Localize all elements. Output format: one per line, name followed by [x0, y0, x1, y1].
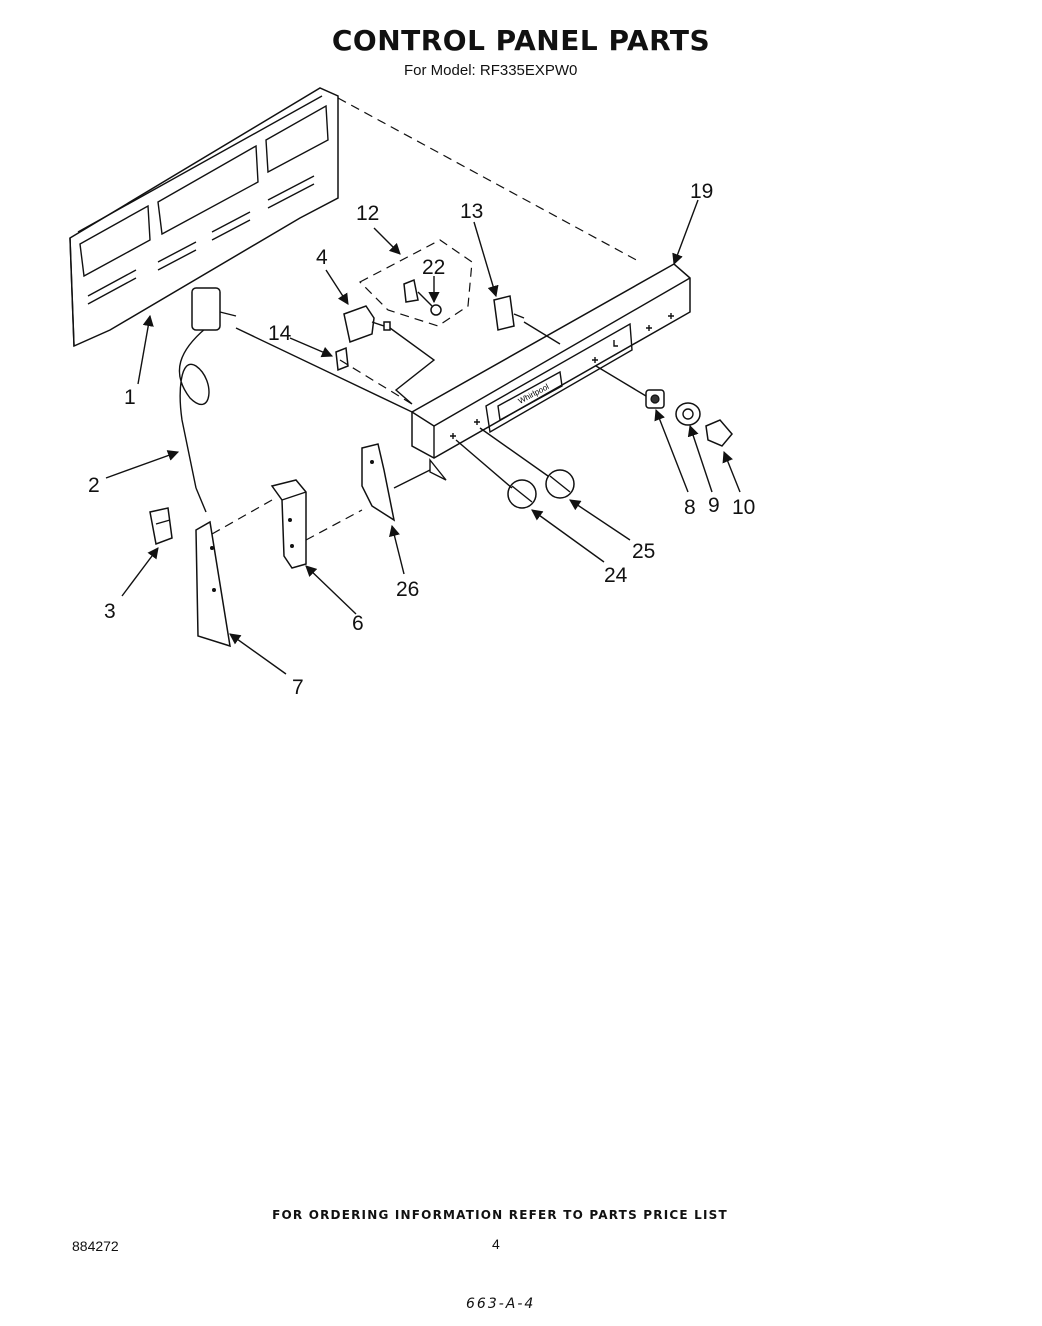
part-burner-knobs: [507, 469, 575, 509]
part-front-control-panel: Whirlpool: [411, 263, 691, 481]
callout-arrows: [105, 199, 741, 675]
callout-9: 9: [708, 494, 720, 517]
part-rear-panel: [69, 87, 339, 348]
part-indicator-group: [358, 239, 473, 327]
page-title: CONTROL PANEL PARTS: [331, 24, 711, 57]
part-knob-assembly: [645, 389, 733, 447]
part-small-clip: [335, 346, 349, 372]
callout-2: 2: [88, 474, 100, 497]
callout-6: 6: [352, 612, 364, 635]
callout-3: 3: [104, 600, 116, 623]
part-end-bracket: [361, 443, 396, 522]
part-switch: [343, 305, 391, 343]
part-bracket: [270, 479, 307, 569]
callout-19: 19: [690, 180, 713, 203]
callout-13: 13: [460, 200, 483, 223]
callout-12: 12: [356, 202, 379, 225]
part-infinite-switch: [493, 295, 525, 331]
callout-labels: 1 2 3 4 6 7 8 9 10 12 13 14 19 22 24 25 …: [88, 180, 755, 699]
callout-22: 22: [422, 256, 445, 279]
callout-14: 14: [268, 322, 292, 345]
document-number: 884272: [72, 1238, 119, 1254]
callout-10: 10: [732, 496, 755, 519]
callout-8: 8: [684, 496, 696, 519]
handwritten-code: 663-A-4: [466, 1296, 536, 1312]
model-subtitle: For Model: RF335EXPW0: [404, 62, 578, 79]
page-number: 4: [492, 1236, 500, 1252]
part-side-trim: [195, 520, 231, 648]
callout-1: 1: [124, 386, 136, 409]
callout-24: 24: [604, 564, 628, 587]
part-wire-harness: [178, 287, 237, 513]
panel-indicator-marks: [450, 313, 674, 439]
callout-26: 26: [396, 578, 419, 601]
callout-7: 7: [292, 676, 304, 699]
assembly-lines: [211, 97, 647, 541]
callout-4: 4: [316, 246, 328, 269]
callout-25: 25: [632, 540, 655, 563]
ordering-note: FOR ORDERING INFORMATION REFER TO PARTS …: [272, 1208, 728, 1222]
part-clip: [149, 507, 173, 546]
